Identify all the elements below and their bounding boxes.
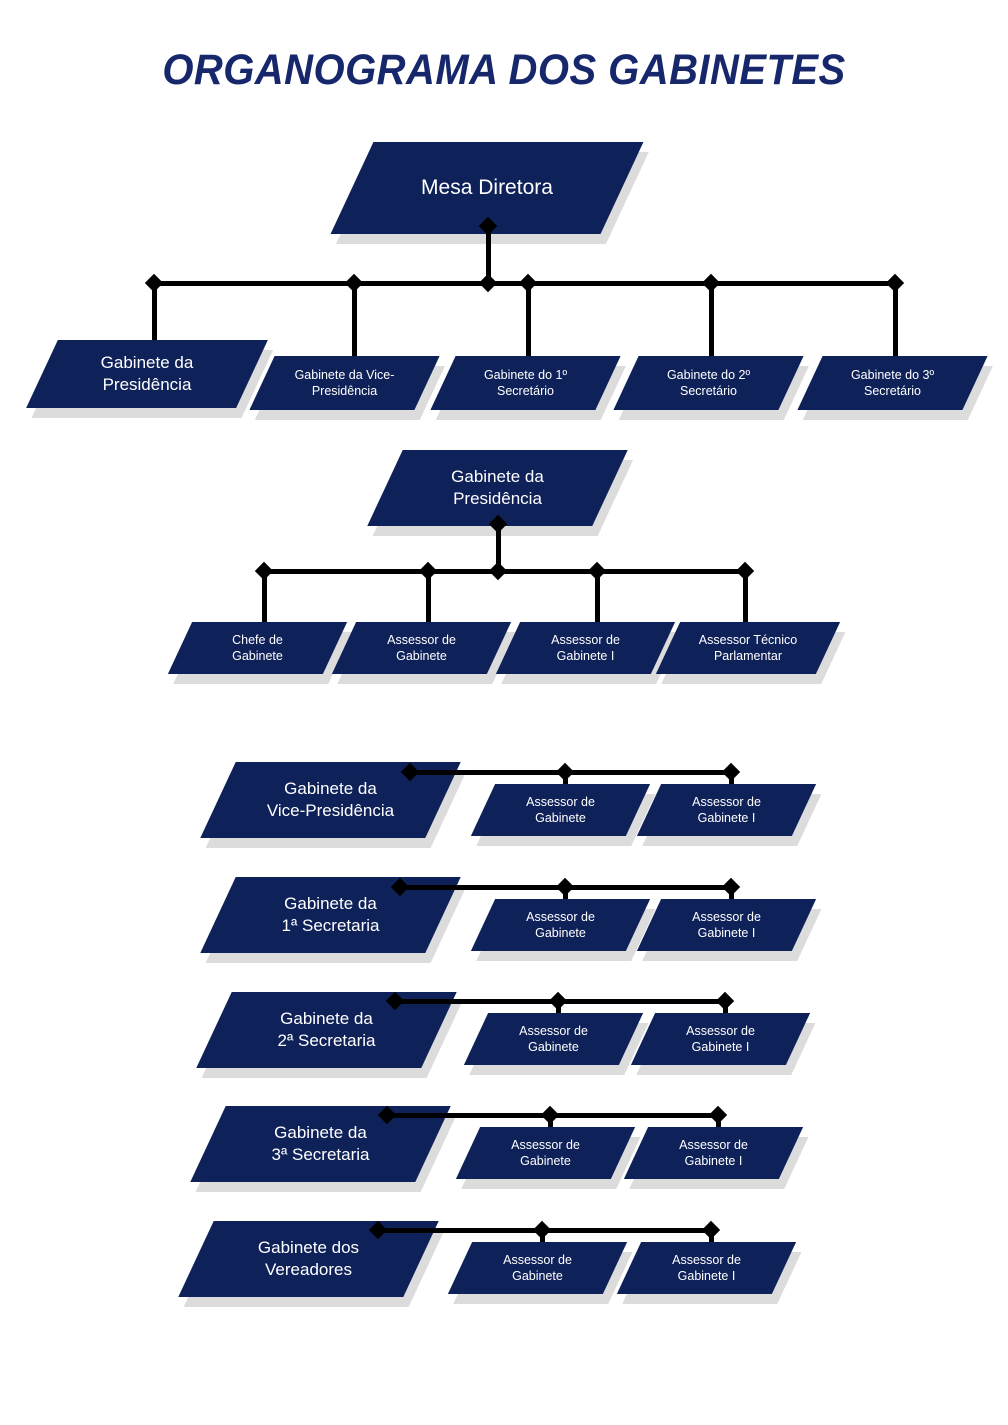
node-label: Assessor de Gabinete [526,909,595,941]
node-chefe-de-gabinete[interactable]: Chefe de Gabinete [167,622,353,684]
page-title: ORGANOGRAMA DOS GABINETES [162,46,846,94]
node-assessor-de-gabinete-presidencia[interactable]: Assessor de Gabinete [331,622,517,684]
connector-stem-vice-presidencia [352,283,357,377]
connector-diamond-g3-c2-bar [715,991,735,1011]
node-label: Gabinete da Presidência [451,466,544,508]
node-group-parent-3a-secretaria[interactable]: Gabinete da 3ª Secretaria [190,1106,457,1192]
node-label: Assessor de Gabinete I [679,1137,748,1169]
node-label: Assessor de Gabinete I [551,632,620,664]
connector-diamond-presidencia-top [144,273,164,293]
node-gabinete-2-secretario[interactable]: Gabinete do 2º Secretário [613,356,809,420]
connector-root-trunk [486,224,491,284]
connector-diamond-1-secretario-top [518,273,538,293]
node-group-parent-2a-secretaria[interactable]: Gabinete da 2ª Secretaria [196,992,463,1078]
connector-stem-3-secretario [893,283,898,377]
node-assessor-tecnico-parlamentar[interactable]: Assessor Técnico Parlamentar [655,622,846,684]
connector-diamond-3-secretario-top [885,273,905,293]
connector-stem-1-secretario [526,283,531,377]
connector-diamond-g5-c2-bar [701,1220,721,1240]
node-g3-assessor-de-gabinete[interactable]: Assessor de Gabinete [463,1013,649,1075]
node-group-parent-1a-secretaria[interactable]: Gabinete da 1ª Secretaria [200,877,467,963]
connector-diamond-2-secretario-top [701,273,721,293]
node-label: Assessor de Gabinete [526,794,595,826]
node-label: Gabinete dos Vereadores [257,1237,360,1279]
node-assessor-de-gabinete-i-presidencia[interactable]: Assessor de Gabinete I [495,622,681,684]
node-g5-assessor-de-gabinete[interactable]: Assessor de Gabinete [447,1242,633,1304]
node-gabinete-3-secretario[interactable]: Gabinete do 3º Secretário [797,356,993,420]
connector-diamond-g2-c2-bar [721,877,741,897]
node-g2-assessor-de-gabinete-i[interactable]: Assessor de Gabinete I [636,899,822,961]
connector-diamond-g2-c1-bar [555,877,575,897]
connector-bar-presidencia [264,569,746,574]
node-label: Assessor Técnico Parlamentar [698,632,798,664]
node-label: Gabinete do 1º Secretário [483,367,568,399]
node-gabinete-vice-presidencia[interactable]: Gabinete da Vice- Presidência [249,356,445,420]
connector-stem-assessor-tecnico [743,571,748,638]
node-g4-assessor-de-gabinete-i[interactable]: Assessor de Gabinete I [623,1127,809,1189]
node-label: Assessor de Gabinete [503,1252,572,1284]
node-label: Gabinete da Presidência [100,352,194,394]
connector-stem-chefe-gabinete [262,571,267,638]
connector-diamond-chefe-gabinete-top [254,561,274,581]
node-g1-assessor-de-gabinete[interactable]: Assessor de Gabinete [470,784,656,846]
node-presidencia-parent[interactable]: Gabinete da Presidência [367,450,634,536]
connector-diamond-g5-c1-bar [532,1220,552,1240]
connector-diamond-g1-c1-bar [555,762,575,782]
node-mesa-diretora[interactable]: Mesa Diretora [330,142,649,244]
connector-diamond-assessor-gabinete-i-pres-top [587,561,607,581]
node-label: Gabinete da Vice- Presidência [294,367,395,399]
node-label: Assessor de Gabinete I [692,909,761,941]
node-label: Gabinete da 1ª Secretaria [281,893,380,935]
node-gabinete-presidencia[interactable]: Gabinete da Presidência [26,340,274,418]
node-group-parent-vereadores[interactable]: Gabinete dos Vereadores [178,1221,445,1307]
connector-diamond-g4-c1-bar [540,1105,560,1125]
node-g2-assessor-de-gabinete[interactable]: Assessor de Gabinete [470,899,656,961]
node-label: Mesa Diretora [421,176,553,200]
node-label: Gabinete da 3ª Secretaria [271,1122,370,1164]
node-label: Assessor de Gabinete I [672,1252,741,1284]
connector-diamond-assessor-gabinete-pres-top [418,561,438,581]
node-label: Assessor de Gabinete I [686,1023,755,1055]
node-label: Assessor de Gabinete I [692,794,761,826]
node-g4-assessor-de-gabinete[interactable]: Assessor de Gabinete [455,1127,641,1189]
connector-stem-assessor-gabinete-i-pres [595,571,600,638]
connector-diamond-vice-presidencia-top [344,273,364,293]
connector-diamond-g4-c2-bar [708,1105,728,1125]
node-g3-assessor-de-gabinete-i[interactable]: Assessor de Gabinete I [630,1013,816,1075]
node-gabinete-1-secretario[interactable]: Gabinete do 1º Secretário [430,356,626,420]
connector-diamond-assessor-tecnico-top [735,561,755,581]
connector-diamond-g3-c1-bar [548,991,568,1011]
connector-presidencia-trunk [496,522,501,572]
node-label: Gabinete do 2º Secretário [666,367,751,399]
node-label: Chefe de Gabinete [232,632,283,664]
node-label: Gabinete da Vice-Presidência [266,778,395,820]
node-g5-assessor-de-gabinete-i[interactable]: Assessor de Gabinete I [616,1242,802,1304]
node-label: Assessor de Gabinete [387,632,456,664]
connector-stem-presidencia [152,283,157,363]
node-group-parent-vice-presidencia[interactable]: Gabinete da Vice-Presidência [200,762,467,848]
node-label: Assessor de Gabinete [511,1137,580,1169]
connector-diamond-g1-c2-bar [721,762,741,782]
node-label: Assessor de Gabinete [519,1023,588,1055]
connector-stem-2-secretario [709,283,714,377]
connector-stem-assessor-gabinete-pres [426,571,431,638]
node-g1-assessor-de-gabinete-i[interactable]: Assessor de Gabinete I [636,784,822,846]
node-label: Gabinete do 3º Secretário [850,367,935,399]
node-label: Gabinete da 2ª Secretaria [277,1008,376,1050]
